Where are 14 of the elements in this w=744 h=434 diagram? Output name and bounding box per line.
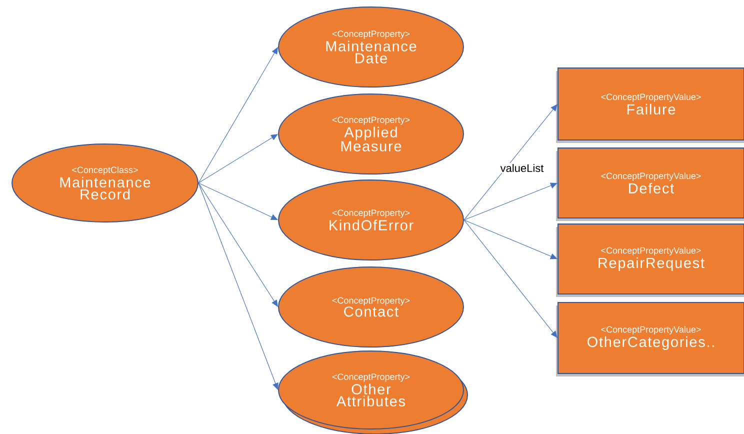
- arrow: [464, 220, 558, 338]
- arrow: [464, 220, 558, 260]
- value-box: <ConceptPropertyValue> OtherCategories..: [556, 302, 744, 376]
- arrow: [198, 134, 278, 184]
- arrow: [464, 104, 558, 220]
- edge-label: valueList: [499, 162, 545, 174]
- value-box: <ConceptPropertyValue> Defect: [556, 148, 744, 221]
- value-box: <ConceptPropertyValue> Failure: [556, 68, 744, 143]
- arrow: [198, 182, 278, 220]
- value-box: <ConceptPropertyValue> RepairRequest: [556, 224, 744, 297]
- arrow: [198, 47, 278, 184]
- arrow: [198, 182, 278, 307]
- arrow: [198, 182, 278, 390]
- arrow: [464, 182, 558, 220]
